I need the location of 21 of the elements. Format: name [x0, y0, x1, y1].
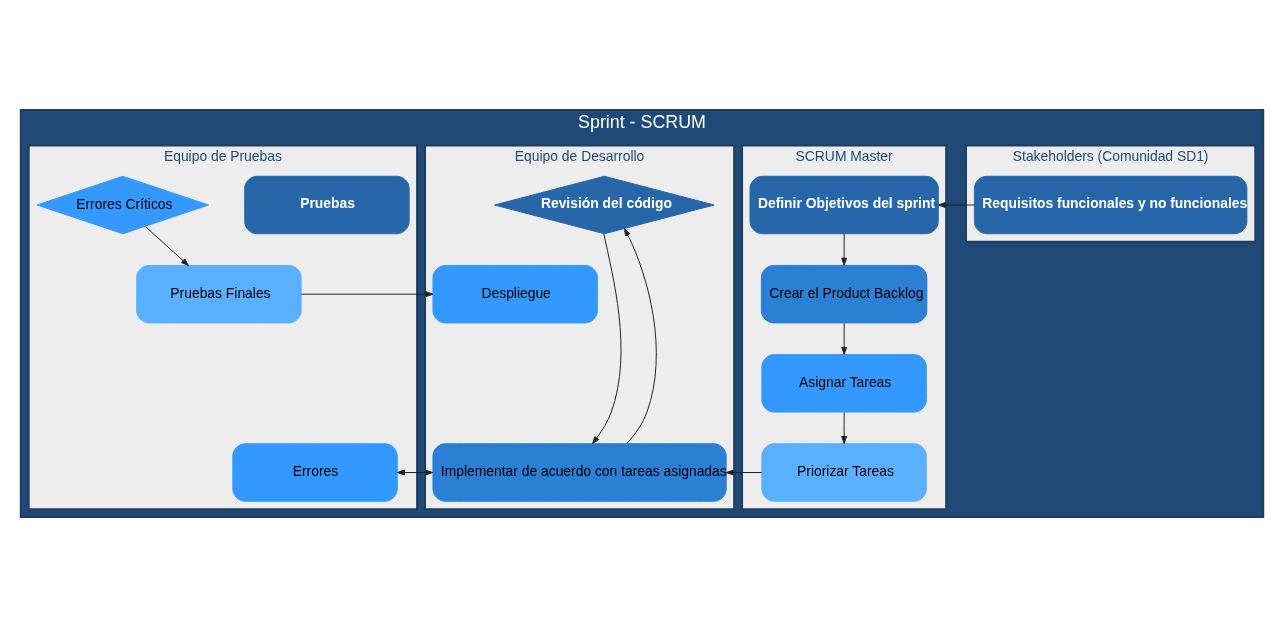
node-box: Pruebas: [244, 175, 410, 234]
node-box: Implementar de acuerdo con tareas asignadas: [432, 442, 727, 502]
node-box: Pruebas Finales: [136, 264, 302, 323]
node-box: Despliegue: [432, 264, 598, 323]
arrow: [396, 469, 434, 475]
arrow: [624, 227, 657, 444]
arrow: [937, 201, 975, 208]
node-box: Priorizar Tareas: [761, 442, 927, 502]
node-box: Definir Objetivos del sprint: [749, 175, 939, 234]
node-box: Asignar Tareas: [761, 353, 927, 413]
node-box: Errores: [232, 442, 398, 502]
arrow: [592, 232, 622, 444]
arrow: [841, 322, 848, 355]
arrow: [145, 225, 189, 266]
arrow: [841, 233, 848, 266]
node-box: Crear el Product Backlog: [760, 264, 928, 323]
arrow: [725, 469, 763, 475]
arrow: [841, 411, 848, 444]
arrow: [300, 290, 434, 297]
node-diamond: Errores Críticos: [36, 175, 209, 234]
node-box: Requisitos funcionales y no funcionales: [973, 175, 1248, 234]
